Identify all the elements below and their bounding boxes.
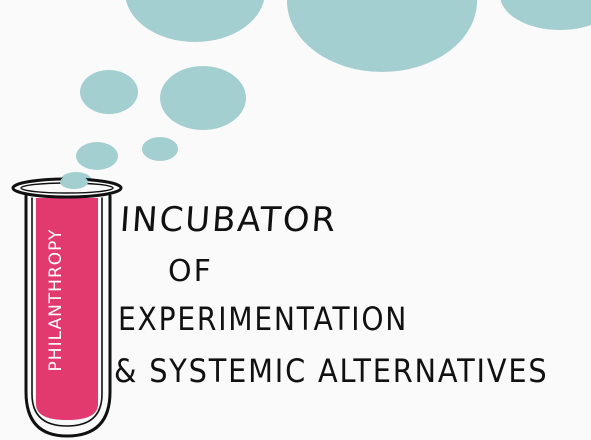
- tube-inner-outline: [31, 197, 103, 427]
- headline-line-2: OF: [168, 254, 213, 289]
- tube-liquid: [36, 198, 98, 420]
- tube-label: PHILANTHROPY: [46, 228, 66, 372]
- headline-line-4: & SYSTEMIC ALTERNATIVES: [114, 352, 549, 390]
- rim-bubble: [60, 175, 88, 189]
- bubble-medium-left: [80, 70, 138, 114]
- headline-line-1: INCUBATOR: [118, 200, 339, 240]
- bubble-medium-right: [160, 66, 246, 130]
- headline-line-3: EXPERIMENTATION: [118, 300, 409, 338]
- tube-outline: [24, 194, 112, 438]
- bubble-small-right: [142, 137, 178, 161]
- bubble-small-left: [76, 142, 118, 170]
